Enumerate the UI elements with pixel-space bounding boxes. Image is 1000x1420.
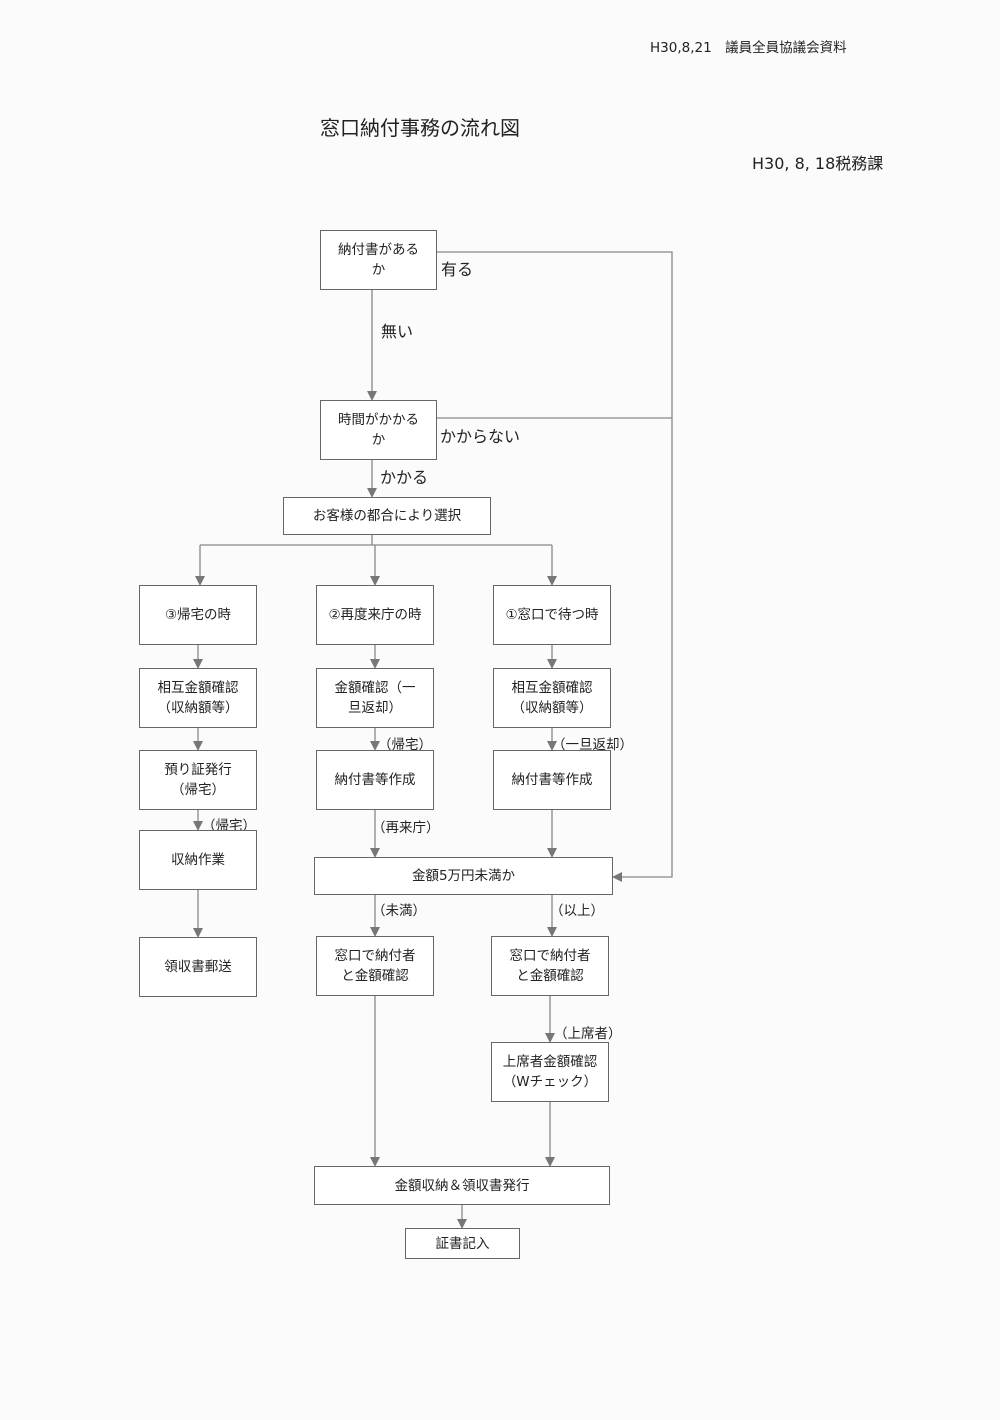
node-c1-start: ①窓口で待つ時 bbox=[493, 585, 611, 645]
node-c3-start: ③帰宅の時 bbox=[139, 585, 257, 645]
node-amount-check: 金額5万円未満か bbox=[314, 857, 613, 895]
label-under: （未満） bbox=[372, 903, 426, 919]
node-c3-collect: 収納作業 bbox=[139, 830, 257, 890]
label-take: かかる bbox=[380, 468, 429, 487]
node-senior-check: 上席者金額確認（Wチェック） bbox=[491, 1042, 609, 1102]
page-title: 窓口納付事務の流れ図 bbox=[320, 116, 520, 140]
node-takes-time: 時間がかかるか bbox=[320, 400, 437, 460]
node-has-slip: 納付書があるか bbox=[320, 230, 437, 290]
node-c2-start: ②再度来庁の時 bbox=[316, 585, 434, 645]
label-yes: 有る bbox=[441, 260, 474, 279]
department-date: H30, 8, 18税務課 bbox=[752, 154, 884, 173]
label-c2-revisit: （再来庁） bbox=[372, 820, 440, 836]
node-c3-confirm: 相互金額確認（収納額等） bbox=[139, 668, 257, 728]
label-no: 無い bbox=[381, 322, 414, 341]
node-select: お客様の都合により選択 bbox=[283, 497, 491, 535]
label-senior: （上席者） bbox=[554, 1026, 622, 1042]
node-c2-create: 納付書等作成 bbox=[316, 750, 434, 810]
node-c3-receipt: 預り証発行（帰宅） bbox=[139, 750, 257, 810]
label-over: （以上） bbox=[550, 903, 604, 919]
node-c1-confirm: 相互金額確認（収納額等） bbox=[493, 668, 611, 728]
label-c1-return: （一旦返却） bbox=[552, 737, 633, 753]
node-c3-mail: 領収書郵送 bbox=[139, 937, 257, 997]
label-c2-home: （帰宅） bbox=[378, 737, 432, 753]
label-not-take: かからない bbox=[440, 427, 521, 446]
node-c1-create: 納付書等作成 bbox=[493, 750, 611, 810]
node-under-confirm: 窓口で納付者と金額確認 bbox=[316, 936, 434, 996]
meeting-reference: H30,8,21 議員全員協議会資料 bbox=[650, 40, 847, 56]
node-record: 証書記入 bbox=[405, 1228, 520, 1259]
node-over-confirm: 窓口で納付者と金額確認 bbox=[491, 936, 609, 996]
node-collect-issue: 金額収納＆領収書発行 bbox=[314, 1166, 610, 1205]
node-c2-confirm: 金額確認（一旦返却） bbox=[316, 668, 434, 728]
